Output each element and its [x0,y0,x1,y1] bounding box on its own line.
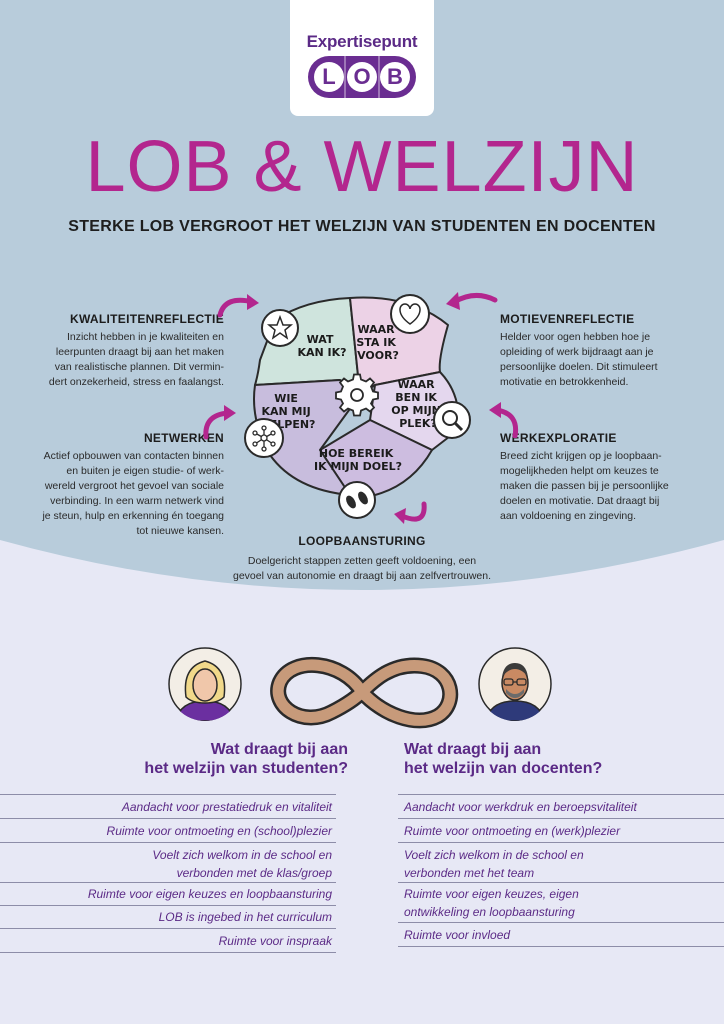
section-line: Doelgericht stappen zetten geeft voldoen… [247,555,477,567]
page-title: LOB & WELZIJN [85,127,639,207]
arrow-icon [217,294,259,318]
section-kwaliteitenreflectie: KWALITEITENREFLECTIE Inzicht hebben in j… [20,312,224,390]
list-item: Ruimte voor invloed [404,928,511,942]
section-line: Actief opbouwen van contacten binnen [43,450,224,462]
divider [0,905,336,906]
page-subtitle: STERKE LOB VERGROOT HET WELZIJN VAN STUD… [68,218,656,235]
section-title: NETWERKEN [143,431,224,445]
divider [398,922,724,923]
teachers-question-line: het welzijn van docenten? [404,760,603,777]
wheel-question-hoe-bereik-ik-mijn-doel: HOE BEREIK IK MIJN DOEL? [314,447,402,473]
logo-text: Expertisepunt [306,32,418,51]
divider [398,882,724,883]
divider [0,928,336,929]
section-line: mogelijkheden helpt om keuzes te [500,465,659,477]
divider [0,952,336,953]
section-line: en buiten je eigen studie- of werk- [66,465,224,477]
section-line: leerpunten draagt bij aan het maken [55,346,224,358]
teacher-avatar [478,647,552,721]
student-avatar [168,647,242,721]
section-line: persoonlijke doelen. Dit stimuleert [500,361,658,373]
section-line: opleiding of werk bijdraagt aan je [500,346,654,358]
list-item: Voelt zich welkom in de school en verbon… [152,848,332,880]
network-icon [244,418,284,458]
wheel-question-wat-kan-ik: WAT KAN IK? [297,333,346,359]
divider [398,818,724,819]
logo-separator [378,56,380,98]
divider [398,794,724,795]
wheel-question-waar-sta-ik-voor: WAAR STA IK VOOR? [356,323,399,362]
section-werkexploratie: WERKEXPLORATIE Breed zicht krijgen op je… [500,431,710,524]
section-line: Inzicht hebben in je kwaliteiten en [66,331,224,343]
arrow-icon [203,405,236,440]
top-background [0,0,724,590]
section-line: gevoel van autonomie en draagt bij aan z… [233,570,491,582]
section-title: LOOPBAANSTURING [298,534,426,548]
students-question-line: het welzijn van studenten? [144,760,348,777]
list-item: Ruimte voor eigen keuzes en loopbaanstur… [87,887,332,901]
section-title: KWALITEITENREFLECTIE [70,312,224,326]
divider [398,842,724,843]
section-line: maken die passen bij je persoonlijke [500,480,669,492]
list-item: Voelt zich welkom in de school en verbon… [404,848,584,880]
section-line: verbinding. In een warm netwerk vind [50,495,224,507]
logo: Expertisepunt L O B [290,0,434,116]
divider [0,882,336,883]
logo-letter-o: O [347,62,377,92]
section-line: motivatie en betrokkenheid. [500,376,629,388]
logo-letter-b: B [380,62,410,92]
list-item: Aandacht voor werkdruk en beroepsvitalit… [404,800,637,814]
list-item: Ruimte voor ontmoeting en (werk)plezier [404,824,621,838]
divider [398,946,724,947]
section-motievenreflectie: MOTIEVENREFLECTIE Helder voor ogen hebbe… [500,312,710,390]
section-line: dert onzekerheid, stress en faalangst. [48,376,224,388]
list-item: Aandacht voor prestatiedruk en vitalitei… [121,800,332,814]
section-line: tot nieuwe kansen. [136,525,224,537]
section-line: doelen en motivatie. Dat draagt bij [500,495,660,507]
list-item: LOB is ingebed in het curriculum [158,910,332,924]
section-title: MOTIEVENREFLECTIE [500,312,635,326]
divider [0,842,336,843]
logo-pill: L O B [308,56,416,98]
arrow-icon [446,292,498,310]
gear-icon [335,373,379,417]
students-question: Wat draagt bij aan het welzijn van stude… [60,740,348,778]
logo-separator [344,56,346,98]
arrow-icon [489,402,519,438]
heart-icon [390,294,430,334]
section-line: aan voldoening en zingeving. [500,510,637,522]
list-item: Ruimte voor inspraak [218,934,332,948]
section-line: wereld vergroot het gevoel van sociale [44,480,224,492]
infinity-icon [270,656,459,729]
section-line: Breed zicht krijgen op je loopbaan- [500,450,662,462]
wheel-question-waar-ben-ik-op-mijn-plek: WAAR BEN IK OP MIJN PLEK? [391,378,444,430]
star-icon [261,309,299,347]
teachers-question: Wat draagt bij aan het welzijn van docen… [404,740,704,778]
section-title: WERKEXPLORATIE [500,431,617,445]
divider [0,794,336,795]
arrow-icon [394,501,427,524]
students-question-line: Wat draagt bij aan [210,741,348,758]
footsteps-icon [338,481,376,519]
section-line: Helder voor ogen hebben hoe je [500,331,651,343]
section-line: van realistische plannen. Dit vermin- [54,361,224,373]
lob-wheel: WAT KAN IK? WAAR STA IK VOOR? WIE KAN MI… [244,294,471,519]
magnifier-icon [433,401,471,439]
section-netwerken: NETWERKEN Actief opbouwen van contacten … [20,431,224,539]
teachers-question-line: Wat draagt bij aan [404,741,542,758]
divider [0,818,336,819]
section-line: je steun, hulp en erkenning én toegang [42,510,224,522]
list-item: Ruimte voor ontmoeting en (school)plezie… [106,824,332,838]
section-loopbaansturing: LOOPBAANSTURING Doelgericht stappen zett… [200,534,524,584]
list-item: Ruimte voor eigen keuzes, eigen ontwikke… [404,887,579,919]
logo-letter-l: L [314,62,344,92]
